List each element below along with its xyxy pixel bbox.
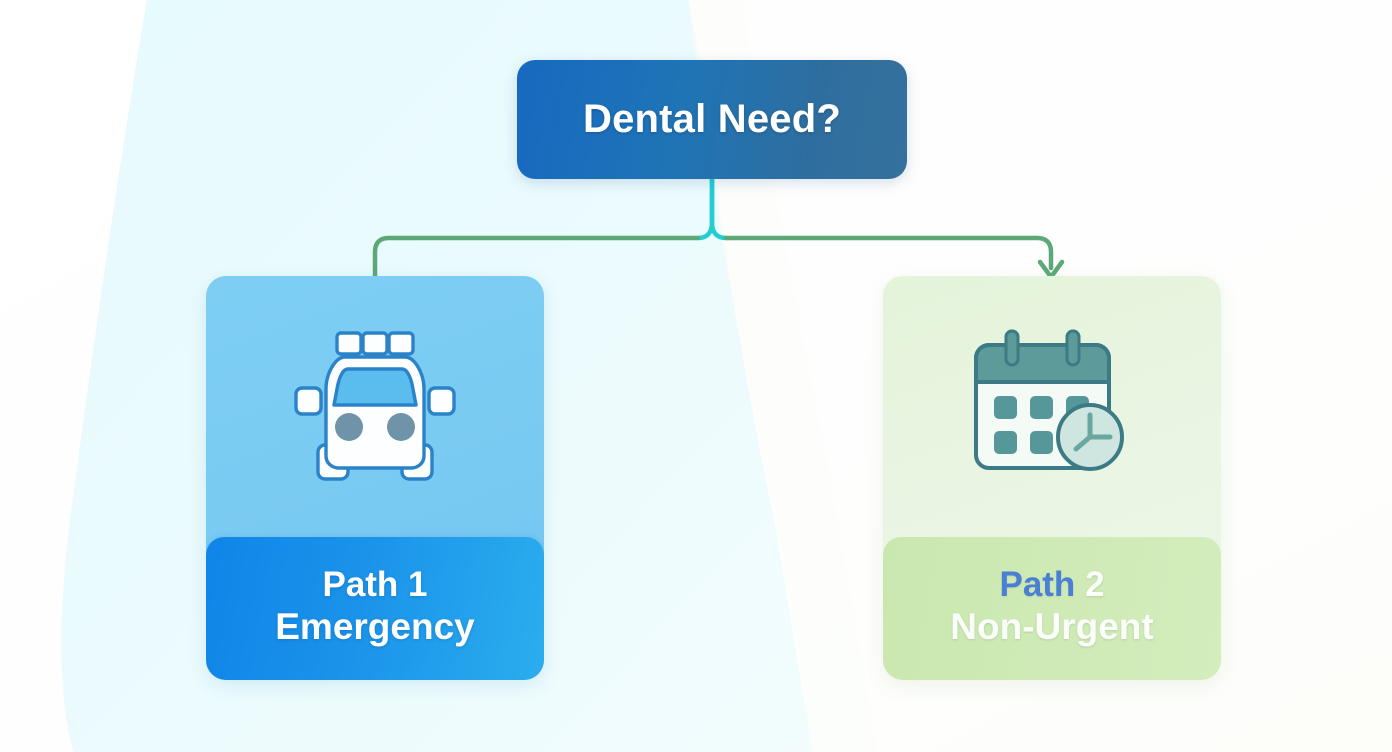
path-2-line-1-number: 2 [1085,565,1105,605]
path-1-line-1: Path 1 [322,565,428,605]
calendar-clock-icon [974,329,1124,471]
root-node-label: Dental Need? [582,97,841,141]
path-1-line-2: Emergency [275,606,475,648]
path-1-icon-area [206,276,544,538]
ambulance-icon [294,331,456,481]
path-2-line-1-word: Path [999,565,1076,605]
root-decision-node[interactable]: Dental Need? [517,60,907,179]
path-2-icon-area [883,276,1221,538]
path-2-label-band: Path 2 Non-Urgent [883,537,1221,680]
path-2-card[interactable]: Path 2 Non-Urgent [883,276,1221,680]
path-2-line-1: Path 2 [999,564,1104,605]
path-2-line-2: Non-Urgent [950,606,1154,648]
path-1-label-band: Path 1 Emergency [206,537,544,680]
path-1-card[interactable]: Path 1 Emergency [206,276,544,680]
